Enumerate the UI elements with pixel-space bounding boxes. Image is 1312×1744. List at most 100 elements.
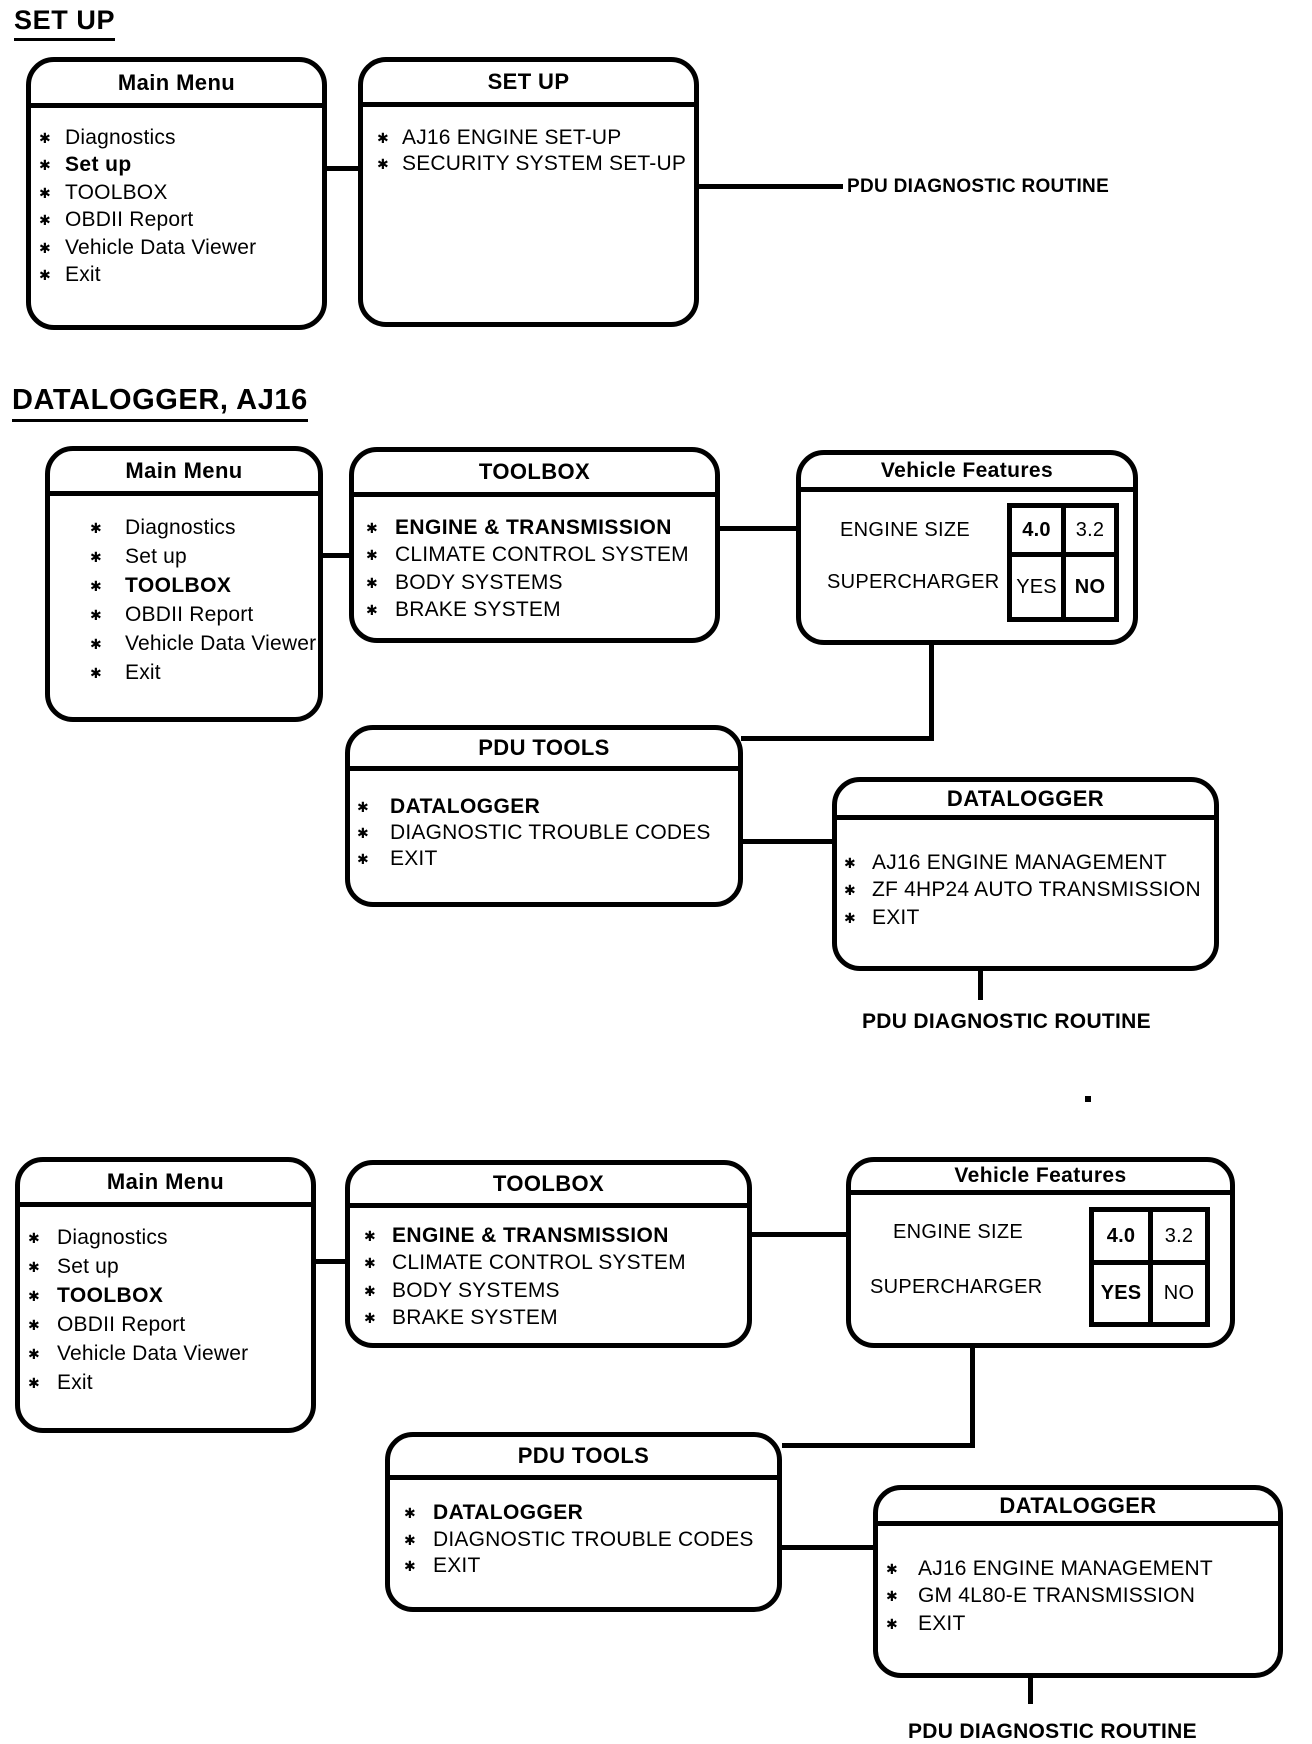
menu-item: ✱Exit [90,658,318,687]
main-menu-box: Main Menu ✱Diagnostics✱Set up✱TOOLBOX✱OB… [45,446,323,722]
asterisk-bullet-icon: ✱ [90,635,102,652]
connector-line [743,839,832,844]
menu-item: ✱EXIT [844,904,1214,932]
engine-size-option: 4.0 [1012,508,1061,552]
asterisk-bullet-icon: ✱ [90,664,102,681]
menu-item: ✱ Vehicle Data Viewer [90,629,318,658]
menu-item: ✱ENGINE & TRANSMISSION [364,1222,747,1250]
box-title: TOOLBOX [354,452,715,497]
menu-item: ✱Vehicle Data Viewer [39,234,322,262]
box-title: DATALOGGER [837,782,1214,820]
asterisk-bullet-icon: ✱ [28,1258,40,1275]
menu-item: ✱ TOOLBOX [90,571,318,600]
menu-item-label: CLIMATE CONTROL SYSTEM [395,543,689,567]
menu-item: ✱ OBDII Report [28,1310,311,1339]
toolbox-menu-box: TOOLBOX ✱ENGINE & TRANSMISSION✱CLIMATE C… [349,447,720,643]
connector-line [782,1545,873,1550]
asterisk-bullet-icon: ✱ [90,577,102,594]
menu-item-label: Set up [57,1254,119,1278]
engine-size-option: 3.2 [1066,508,1114,552]
supercharger-option: YES [1094,1265,1148,1322]
menu-item-label: Exit [57,1370,93,1394]
menu-item: ✱ Set up [28,1252,311,1281]
menu-item: ✱ Set up [90,542,318,571]
menu-item: ✱Diagnostics [39,124,322,152]
box-title: Main Menu [20,1162,311,1207]
menu-item: ✱AJ16 ENGINE MANAGEMENT [886,1555,1278,1583]
box-title: PDU TOOLS [390,1437,777,1480]
toolbox-menu-box: TOOLBOX ✱ENGINE & TRANSMISSION✱CLIMATE C… [345,1160,752,1348]
asterisk-bullet-icon: ✱ [39,239,51,256]
menu-item-label: ZF 4HP24 AUTO TRANSMISSION [872,878,1201,902]
box-title: SET UP [363,62,694,107]
pdu-tools-menu-box: PDU TOOLS ✱DATALOGGER✱DIAGNOSTIC TROUBLE… [345,725,743,907]
menu-item-label: SECURITY SYSTEM SET-UP [402,152,687,175]
menu-item-label: TOOLBOX [65,180,168,204]
menu-item-label: Set up [125,544,187,568]
menu-item: ✱BRAKE SYSTEM [366,597,715,625]
menu-item-list: ✱ Diagnostics ✱ Set up ✱ TOOLBOX ✱ OBDII Report… [20,1207,311,1397]
menu-item-label: TOOLBOX [57,1283,164,1307]
asterisk-bullet-icon: ✱ [377,156,389,172]
main-menu-box: Main Menu ✱Diagnostics✱Set up✱TOOLBOX✱OB… [26,57,327,330]
menu-item-list: ✱Diagnostics✱Set up✱TOOLBOX✱OBDII Report… [50,496,318,687]
menu-item: ✱ Exit [39,262,322,290]
asterisk-bullet-icon: ✱ [90,548,102,565]
menu-item: ✱CLIMATE CONTROL SYSTEM [366,542,715,570]
feature-label: ENGINE SIZE [893,1221,1023,1243]
menu-item: ✱ZF 4HP24 AUTO TRANSMISSION [844,877,1214,905]
menu-item-label: BRAKE SYSTEM [392,1306,558,1330]
engine-size-option: 4.0 [1094,1212,1148,1260]
menu-item: ✱OBDII Report [39,207,322,235]
menu-item-list: ✱Diagnostics✱Set up✱TOOLBOX✱OBDII Report… [31,108,322,289]
menu-item: ✱Exit [28,1368,311,1397]
asterisk-bullet-icon: ✱ [39,267,51,284]
menu-item-label: Exit [65,263,101,287]
menu-item-label: TOOLBOX [125,573,232,597]
menu-item-label: Vehicle Data Viewer [125,631,317,655]
connector-line [720,526,796,531]
box-title: Vehicle Features [801,455,1133,492]
menu-item: ✱OBDII Report [90,600,318,629]
pdu-tools-menu-box: PDU TOOLS ✱DATALOGGER✱DIAGNOSTIC TROUBLE… [385,1432,782,1612]
feature-label: SUPERCHARGER [827,571,1000,593]
pdu-diagnostic-routine-label: PDU DIAGNOSTIC ROUTINE [847,176,1110,197]
asterisk-bullet-icon: ✱ [39,129,51,146]
box-title: Vehicle Features [851,1162,1230,1195]
menu-item-label: OBDII Report [57,1312,186,1336]
menu-item-label: OBDII Report [125,602,254,626]
connector-line [929,643,934,741]
feature-options-grid: 4.0 3.2 YES NO [1007,503,1119,622]
box-title: Main Menu [31,62,322,108]
menu-item: ✱DATALOGGER [357,794,738,820]
set-up-menu-box: SET UP ✱ AJ16 ENGINE SET-UP ✱ SECURITY SYST… [358,57,699,327]
asterisk-bullet-icon: ✱ [357,825,369,841]
asterisk-bullet-icon: ✱ [90,519,102,536]
menu-item-list: ✱ AJ16 ENGINE SET-UP ✱ SECURITY SYSTEM SET-… [363,107,694,177]
connector-line [699,184,843,189]
menu-item: ✱ Diagnostics [28,1223,311,1252]
menu-item: ✱ SECURITY SYSTEM SET-UP [377,151,694,177]
menu-item-label: BRAKE SYSTEM [395,598,561,622]
feature-label: SUPERCHARGER [870,1276,1043,1298]
menu-item-label: Diagnostics [125,515,236,539]
box-title: Main Menu [50,451,318,496]
asterisk-bullet-icon: ✱ [377,130,389,146]
connector-line [323,553,349,558]
connector-line [327,166,358,171]
stray-mark [1085,1096,1091,1102]
asterisk-bullet-icon: ✱ [28,1229,40,1246]
supercharger-option: YES [1012,557,1061,617]
menu-item-label: GM 4L80-E TRANSMISSION [918,1584,1196,1608]
menu-item: ✱EXIT [886,1610,1278,1638]
menu-item-label: Diagnostics [57,1225,168,1249]
menu-item-list: ✱DATALOGGER✱DIAGNOSTIC TROUBLE CODES✱EXI… [390,1480,777,1580]
connector-line [752,1232,846,1237]
menu-item-label: AJ16 ENGINE SET-UP [402,126,622,149]
vehicle-features-box: Vehicle Features ENGINE SIZE SUPERCHARGE… [846,1157,1235,1348]
menu-item-label: CLIMATE CONTROL SYSTEM [392,1251,686,1275]
asterisk-bullet-icon: ✱ [28,1345,40,1362]
asterisk-bullet-icon: ✱ [28,1316,40,1333]
menu-item-label: BODY SYSTEMS [392,1278,560,1302]
asterisk-bullet-icon: ✱ [886,1615,898,1632]
